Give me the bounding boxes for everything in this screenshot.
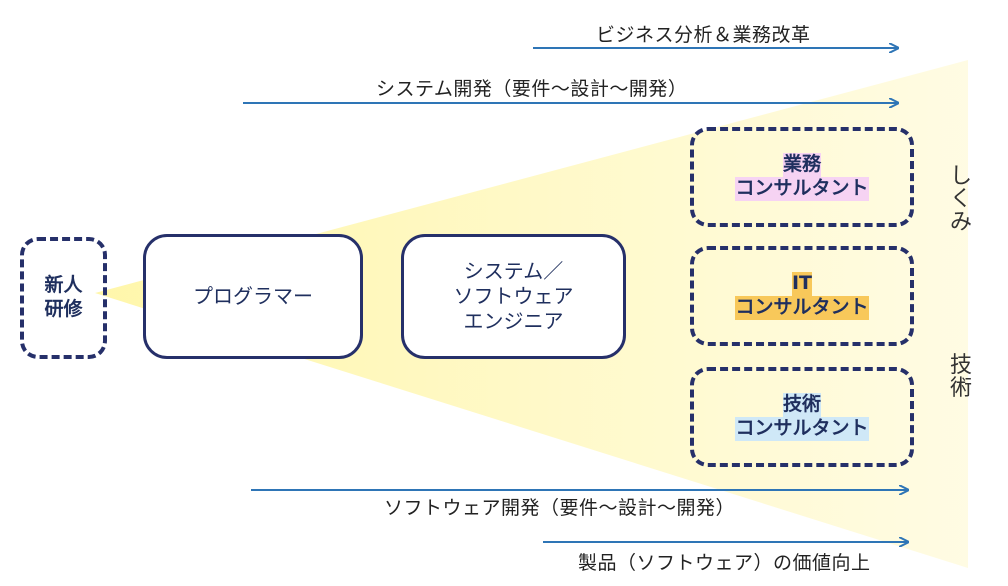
- tech-consultant-line1: 技術: [782, 393, 821, 417]
- training-box: 新人 研修: [20, 237, 107, 359]
- tech-consultant-box: 技術 コンサルタント: [690, 367, 914, 467]
- training-label-line2: 研修: [44, 298, 83, 320]
- engineer-box: システム／ ソフトウェア エンジニア: [401, 234, 626, 359]
- business-analysis-label: ビジネス分析＆業務改革: [596, 24, 811, 46]
- system-development-label: システム開発（要件～設計～開発）: [376, 78, 688, 100]
- shikumi-char: く: [950, 187, 973, 213]
- business-consultant-line2: コンサルタント: [735, 177, 869, 201]
- engineer-label-line1: システム／: [463, 259, 564, 283]
- business-consultant-box: 業務 コンサルタント: [690, 127, 914, 227]
- it-consultant-box: IT コンサルタント: [690, 246, 914, 346]
- engineer-label-line3: エンジニア: [463, 309, 564, 333]
- engineer-label-line2: ソフトウェア: [453, 284, 574, 308]
- programmer-box: プログラマー: [143, 234, 363, 359]
- product-value-label: 製品（ソフトウェア）の価値向上: [578, 552, 871, 574]
- programmer-label: プログラマー: [193, 284, 313, 308]
- business-consultant-line1: 業務: [782, 153, 821, 177]
- it-consultant-line2: コンサルタント: [735, 296, 869, 320]
- shikumi-vertical-label: し く み: [950, 165, 972, 234]
- software-development-label: ソフトウェア開発（要件～設計～開発）: [384, 497, 736, 519]
- shikumi-char: み: [950, 210, 973, 236]
- it-consultant-line1: IT: [791, 272, 813, 296]
- tech-consultant-line2: コンサルタント: [735, 417, 869, 441]
- gijutsu-char: 技: [950, 353, 973, 378]
- gijutsu-vertical-label: 技 術: [950, 354, 972, 400]
- gijutsu-char: 術: [950, 376, 973, 402]
- shikumi-char: し: [950, 164, 973, 189]
- training-label-line1: 新人: [44, 274, 83, 297]
